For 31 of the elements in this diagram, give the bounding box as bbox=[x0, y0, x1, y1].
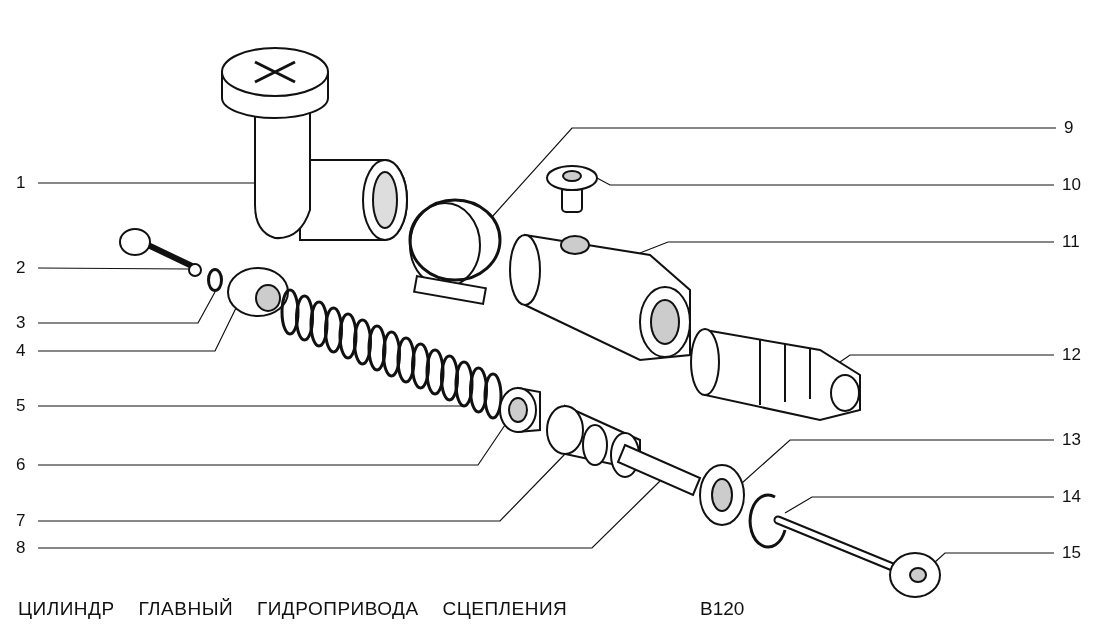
rubber-boot-drawing bbox=[690, 328, 861, 422]
pushrod-eye-drawing bbox=[773, 515, 941, 598]
cup-drawing bbox=[499, 386, 541, 434]
plug-drawing bbox=[546, 165, 598, 213]
leader-line bbox=[639, 241, 1055, 254]
leader-line bbox=[37, 453, 566, 522]
hose-clamp-drawing bbox=[408, 198, 502, 306]
sealing-ring bbox=[207, 268, 223, 292]
leader-line bbox=[491, 127, 1057, 218]
push-rod-drawing bbox=[119, 228, 202, 277]
diagram-title: ЦИЛИНДР ГЛАВНЫЙ ГИДРОПРИВОДА СЦЕПЛЕНИЯ bbox=[18, 598, 568, 620]
cylinder-body-drawing bbox=[509, 233, 691, 362]
leader-line bbox=[596, 177, 1055, 186]
leader-line bbox=[741, 439, 1055, 484]
leader-line bbox=[934, 552, 1055, 563]
leader-line bbox=[37, 307, 237, 352]
leader-line bbox=[37, 424, 506, 466]
figure-code: В120 bbox=[700, 598, 745, 620]
leader-line bbox=[37, 291, 216, 324]
leader-line bbox=[37, 480, 661, 549]
seal-drawing bbox=[699, 464, 745, 526]
reservoir-drawing bbox=[221, 47, 408, 241]
leader-line bbox=[839, 354, 1055, 363]
piston-rod-drawing bbox=[616, 443, 702, 497]
leader-line bbox=[784, 496, 1055, 514]
leader-line bbox=[37, 267, 190, 270]
leader-line bbox=[37, 405, 465, 407]
spring-drawing bbox=[280, 288, 503, 420]
leader-line bbox=[37, 182, 256, 184]
fitting-drawing bbox=[227, 267, 289, 317]
circlip-drawing bbox=[748, 493, 787, 549]
